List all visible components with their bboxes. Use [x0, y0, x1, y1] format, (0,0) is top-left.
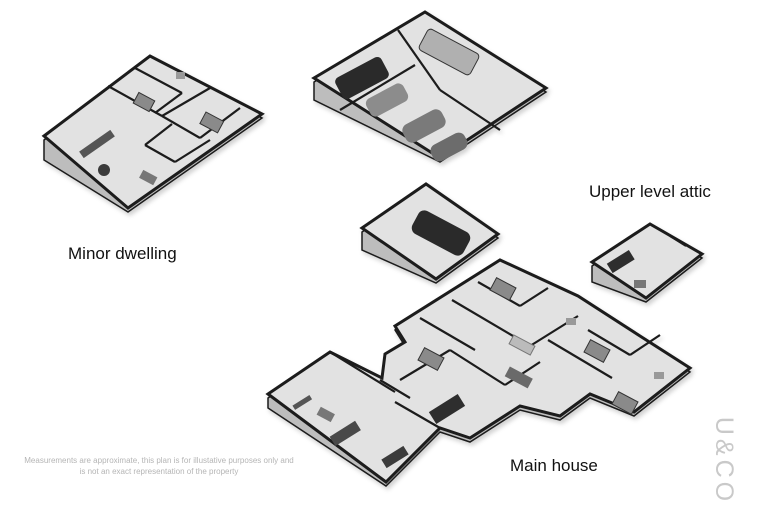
- minor-dwelling: [41, 54, 265, 213]
- main-house-floor: [265, 258, 693, 484]
- upper-level-attic: [589, 222, 705, 303]
- bathroom-fixture-icon: [654, 372, 664, 379]
- bed-icon: [489, 276, 517, 302]
- main-house-walls: [329, 281, 661, 429]
- kitchen-island-icon: [428, 394, 466, 424]
- dining-table-icon: [98, 164, 110, 176]
- car-icon: [411, 210, 471, 256]
- main-house-furniture: [292, 276, 664, 469]
- brand-logo: U&CO: [710, 416, 738, 506]
- minor-dwelling-label: Minor dwelling: [68, 244, 177, 263]
- single-garage: [359, 182, 501, 284]
- sofa-icon: [139, 169, 158, 186]
- bathroom-fixture-icon: [566, 318, 576, 325]
- bed-icon: [132, 91, 156, 113]
- sofa-icon: [606, 250, 635, 274]
- sofa-icon: [329, 420, 361, 447]
- sofa-icon: [504, 366, 533, 389]
- bed-icon: [611, 390, 639, 416]
- garage-walls: [339, 29, 501, 131]
- main-house: [265, 258, 693, 487]
- bed-icon: [583, 338, 611, 364]
- car-icon: [402, 109, 446, 143]
- bathroom-fixture-icon: [176, 72, 185, 79]
- upper-level-attic-label: Upper level attic: [589, 182, 711, 201]
- car-icon: [365, 83, 409, 117]
- minor-dwelling-furniture: [79, 72, 225, 186]
- tv-unit-icon: [292, 395, 313, 410]
- garage-cars: [335, 28, 480, 162]
- van-icon: [418, 28, 480, 76]
- bed-icon: [417, 346, 445, 372]
- coffee-table-icon: [316, 406, 335, 423]
- garage-block: [311, 10, 549, 163]
- kitchen-bench-icon: [79, 129, 115, 159]
- stair-icon: [508, 334, 536, 356]
- attic-floor: [589, 222, 705, 300]
- car-icon: [335, 56, 389, 100]
- main-house-label: Main house: [510, 456, 598, 475]
- table-icon: [634, 280, 646, 288]
- car-icon: [430, 132, 468, 162]
- bed-icon: [199, 111, 225, 134]
- dining-table-icon: [381, 445, 409, 469]
- disclaimer-text: Measurements are approximate, this plan …: [24, 456, 294, 476]
